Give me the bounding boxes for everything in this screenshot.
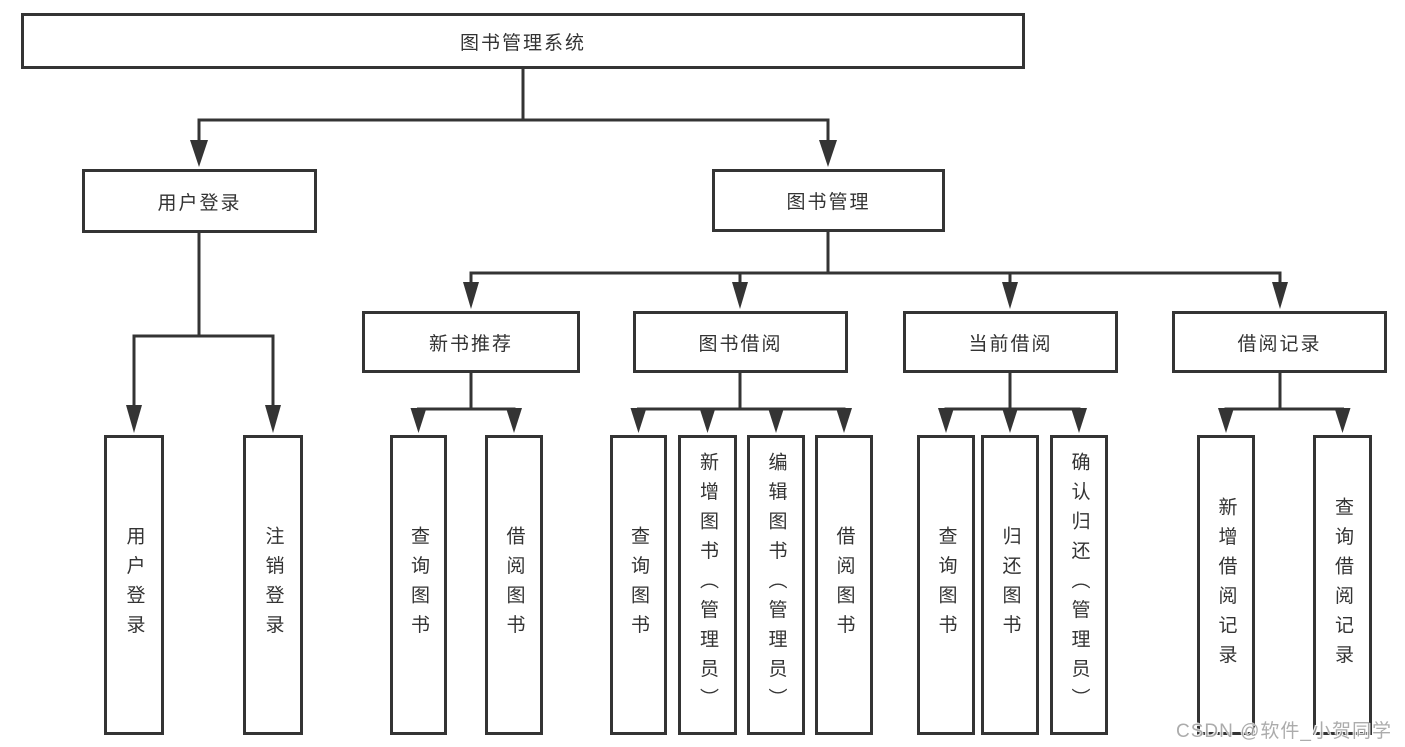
- leaf-add-book-admin: 新增图书（管理员）: [678, 435, 737, 735]
- leaf-query-borrow-record: 查询借阅记录: [1313, 435, 1372, 735]
- leaf-return-books: 归还图书: [981, 435, 1039, 735]
- node-new-book-recommend: 新书推荐: [362, 311, 580, 373]
- leaf-user-login: 用户登录: [104, 435, 164, 735]
- leaf-borrow-books: 借阅图书: [815, 435, 873, 735]
- node-user-login: 用户登录: [82, 169, 317, 233]
- arrowheads: [126, 140, 1351, 433]
- leaf-query-books-current: 查询图书: [917, 435, 975, 735]
- node-book-borrowing: 图书借阅: [633, 311, 848, 373]
- node-book-management: 图书管理: [712, 169, 945, 232]
- leaf-logout: 注销登录: [243, 435, 303, 735]
- leaf-query-books-recommend: 查询图书: [390, 435, 447, 735]
- node-library-management-system: 图书管理系统: [21, 13, 1025, 69]
- leaf-edit-book-admin: 编辑图书（管理员）: [747, 435, 805, 735]
- leaf-borrow-books-recommend: 借阅图书: [485, 435, 543, 735]
- node-current-borrowing: 当前借阅: [903, 311, 1118, 373]
- leaf-confirm-return-admin: 确认归还（管理员）: [1050, 435, 1108, 735]
- node-borrowing-records: 借阅记录: [1172, 311, 1387, 373]
- leaf-query-books-borrowing: 查询图书: [610, 435, 667, 735]
- leaf-add-borrow-record: 新增借阅记录: [1197, 435, 1255, 735]
- csdn-watermark: CSDN @软件_小贺同学: [1176, 721, 1392, 742]
